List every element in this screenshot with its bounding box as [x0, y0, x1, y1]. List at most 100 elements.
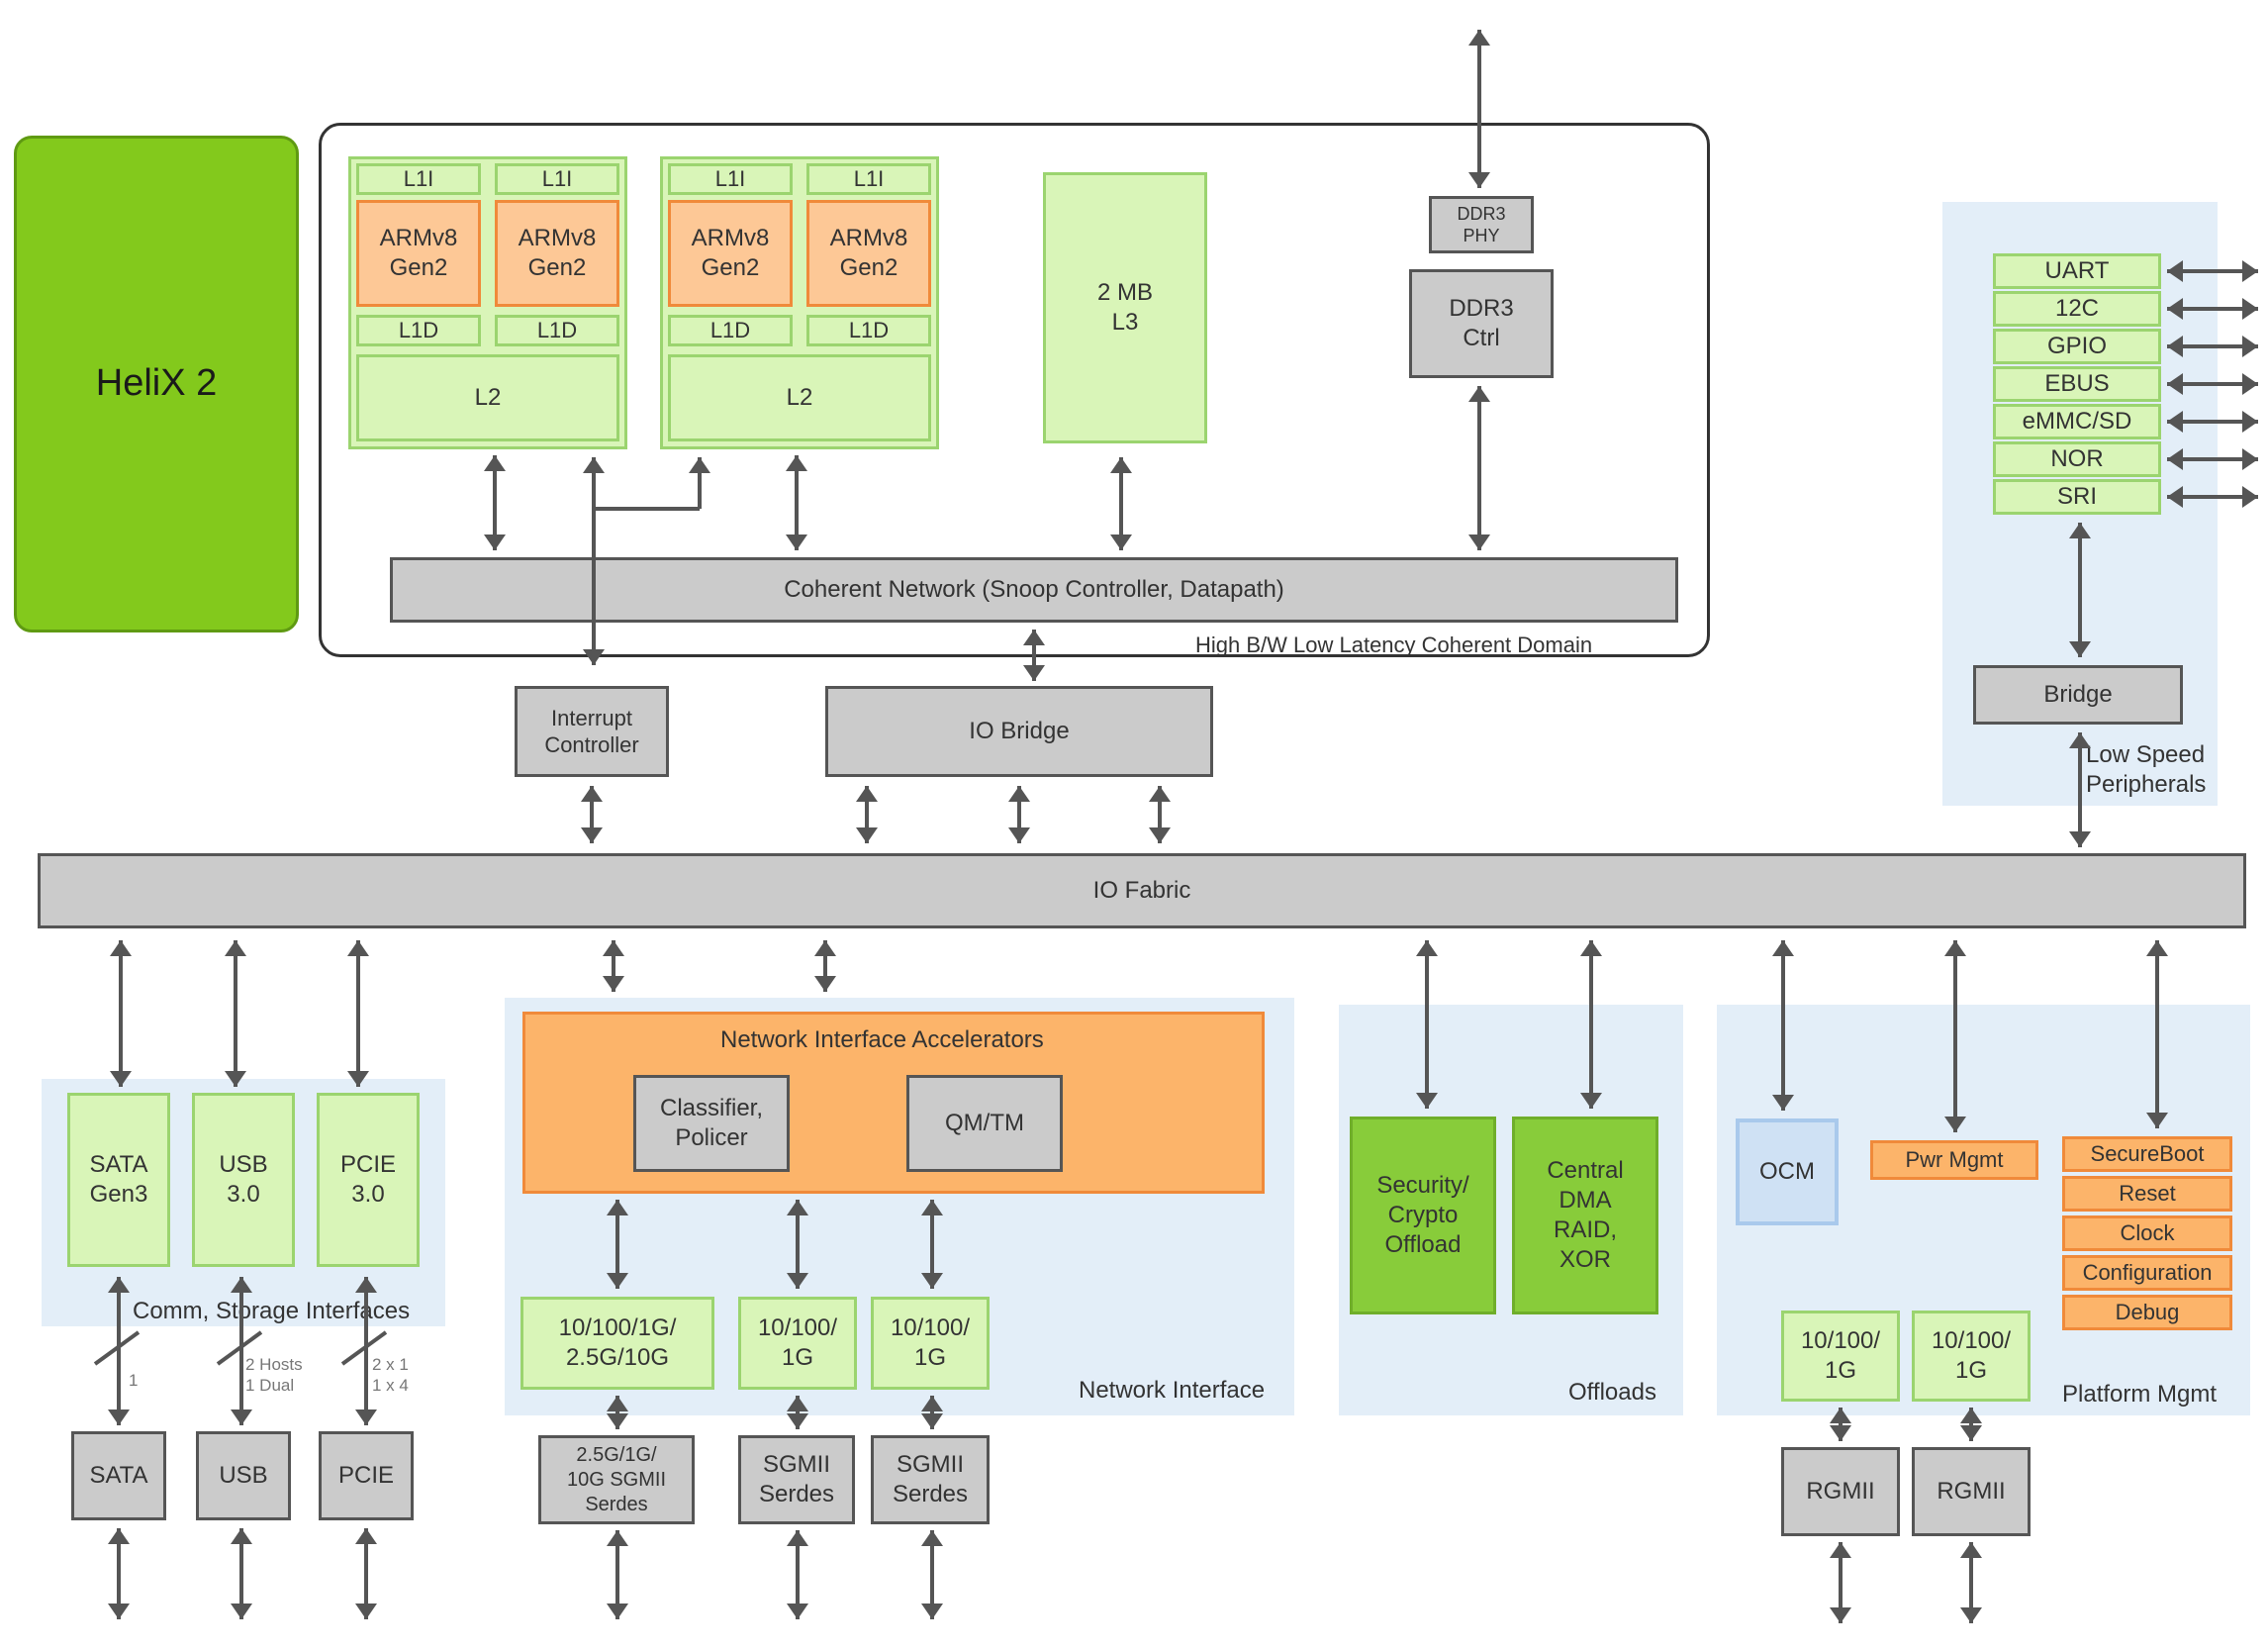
arrowhead — [786, 455, 807, 471]
pm-mac-1g-b: 10/100/ 1G — [1912, 1311, 2031, 1402]
low-speed-label: Low Speed Peripherals — [2086, 741, 2207, 798]
arrowhead — [1830, 1425, 1851, 1441]
platform-item-reset: Reset — [2062, 1176, 2232, 1212]
platform-item-configuration: Configuration — [2062, 1255, 2232, 1291]
arrowhead — [108, 1528, 130, 1544]
arrowhead — [2167, 298, 2183, 320]
helix-label: HeliX 2 — [95, 362, 218, 405]
arrowhead — [607, 1603, 628, 1619]
arrowhead — [1830, 1542, 1851, 1558]
arrowhead — [1944, 1117, 1966, 1132]
arrowhead — [787, 1200, 808, 1215]
arrowhead — [1110, 457, 1132, 473]
rgmii-a: RGMII — [1781, 1447, 1900, 1536]
arrowhead — [2069, 732, 2091, 748]
arrowhead — [921, 1200, 943, 1215]
ocm: OCM — [1736, 1118, 1839, 1225]
arrowhead — [1023, 665, 1045, 681]
arrowhead — [347, 940, 369, 956]
cluster1-core-b: ARMv8 Gen2 — [495, 200, 619, 307]
security-crypto-offload: Security/ Crypto Offload — [1350, 1117, 1496, 1314]
cluster2-core-b: ARMv8 Gen2 — [806, 200, 931, 307]
arrowhead — [607, 1530, 628, 1546]
arrowhead — [1416, 1093, 1438, 1109]
arrowhead — [225, 940, 246, 956]
arrowhead — [2167, 260, 2183, 282]
arrowhead — [2069, 523, 2091, 538]
arrowhead — [1023, 630, 1045, 645]
arrowhead — [1149, 786, 1171, 802]
arrowhead — [787, 1413, 808, 1429]
cluster2-l2: L2 — [668, 354, 931, 441]
lane-slash — [93, 1330, 141, 1366]
cluster1-l2: L2 — [356, 354, 619, 441]
platform-item-clock: Clock — [2062, 1215, 2232, 1251]
arrowhead — [108, 1603, 130, 1619]
low-speed-item-emmc-sd: eMMC/SD — [1993, 404, 2161, 439]
arrowhead — [2242, 373, 2258, 395]
arrowhead — [1960, 1425, 1982, 1441]
arrowhead — [2242, 298, 2258, 320]
lane-slash — [340, 1330, 388, 1366]
arrowhead — [856, 827, 878, 843]
arrowhead — [2242, 486, 2258, 508]
cluster2-l1i-a: L1I — [668, 163, 793, 195]
arrowhead — [603, 940, 624, 956]
arrowhead — [1468, 172, 1490, 188]
cluster2-l1d-a: L1D — [668, 315, 793, 346]
usb-phy: USB — [196, 1431, 291, 1520]
arrowhead — [786, 534, 807, 550]
arrowhead — [108, 1409, 130, 1425]
pcie-lane-note: 2 x 1 1 x 4 — [372, 1355, 409, 1396]
cluster1-l1d-a: L1D — [356, 315, 481, 346]
cluster1-core-a: ARMv8 Gen2 — [356, 200, 481, 307]
arrowhead — [921, 1603, 943, 1619]
pm-mac-1g-a: 10/100/ 1G — [1781, 1311, 1900, 1402]
arrowhead — [1830, 1607, 1851, 1623]
accelerators-label: Network Interface Accelerators — [720, 1026, 1044, 1053]
arrowhead — [231, 1409, 252, 1425]
rgmii-b: RGMII — [1912, 1447, 2031, 1536]
arrowhead — [108, 1277, 130, 1293]
lane-slash — [216, 1330, 263, 1366]
cluster1-l1d-b: L1D — [495, 315, 619, 346]
arrowhead — [1772, 1095, 1794, 1111]
low-speed-item-12c: 12C — [1993, 291, 2161, 327]
arrowhead — [583, 457, 605, 473]
arrowhead — [231, 1528, 252, 1544]
arrowhead — [1468, 386, 1490, 402]
arrowhead — [1468, 534, 1490, 550]
arrowhead — [921, 1530, 943, 1546]
arrowhead — [2242, 336, 2258, 357]
arrowhead — [1830, 1408, 1851, 1423]
arrowhead — [921, 1413, 943, 1429]
central-dma-raid-xor: Central DMA RAID, XOR — [1512, 1117, 1658, 1314]
ddr3-phy: DDR3 PHY — [1429, 196, 1534, 253]
arrowhead — [231, 1603, 252, 1619]
ddr3-ctrl: DDR3 Ctrl — [1409, 269, 1554, 378]
arrowhead — [814, 976, 836, 992]
cluster1-l1i-a: L1I — [356, 163, 481, 195]
arrowhead — [603, 976, 624, 992]
arrowhead — [1580, 940, 1602, 956]
arrowhead — [1008, 786, 1030, 802]
cluster2-core-a: ARMv8 Gen2 — [668, 200, 793, 307]
arrowhead — [2242, 260, 2258, 282]
arrowhead — [2146, 940, 2168, 956]
net-mac-1g-a: 10/100/ 1G — [738, 1297, 857, 1390]
arrowhead — [347, 1071, 369, 1087]
net-serdes-sgmii-b: SGMII Serdes — [871, 1435, 990, 1524]
arrowhead — [1110, 534, 1132, 550]
pcie-phy: PCIE — [319, 1431, 414, 1520]
arrowhead — [921, 1396, 943, 1411]
io-fabric: IO Fabric — [38, 853, 2246, 928]
arrowhead — [787, 1530, 808, 1546]
arrowhead — [689, 457, 710, 473]
arrowhead — [607, 1200, 628, 1215]
arrowhead — [1960, 1607, 1982, 1623]
net-serdes-10g: 2.5G/1G/ 10G SGMII Serdes — [538, 1435, 695, 1524]
sata-phy: SATA — [71, 1431, 166, 1520]
cluster1-l1i-b: L1I — [495, 163, 619, 195]
arrowhead — [2167, 411, 2183, 433]
arrowhead — [1960, 1408, 1982, 1423]
